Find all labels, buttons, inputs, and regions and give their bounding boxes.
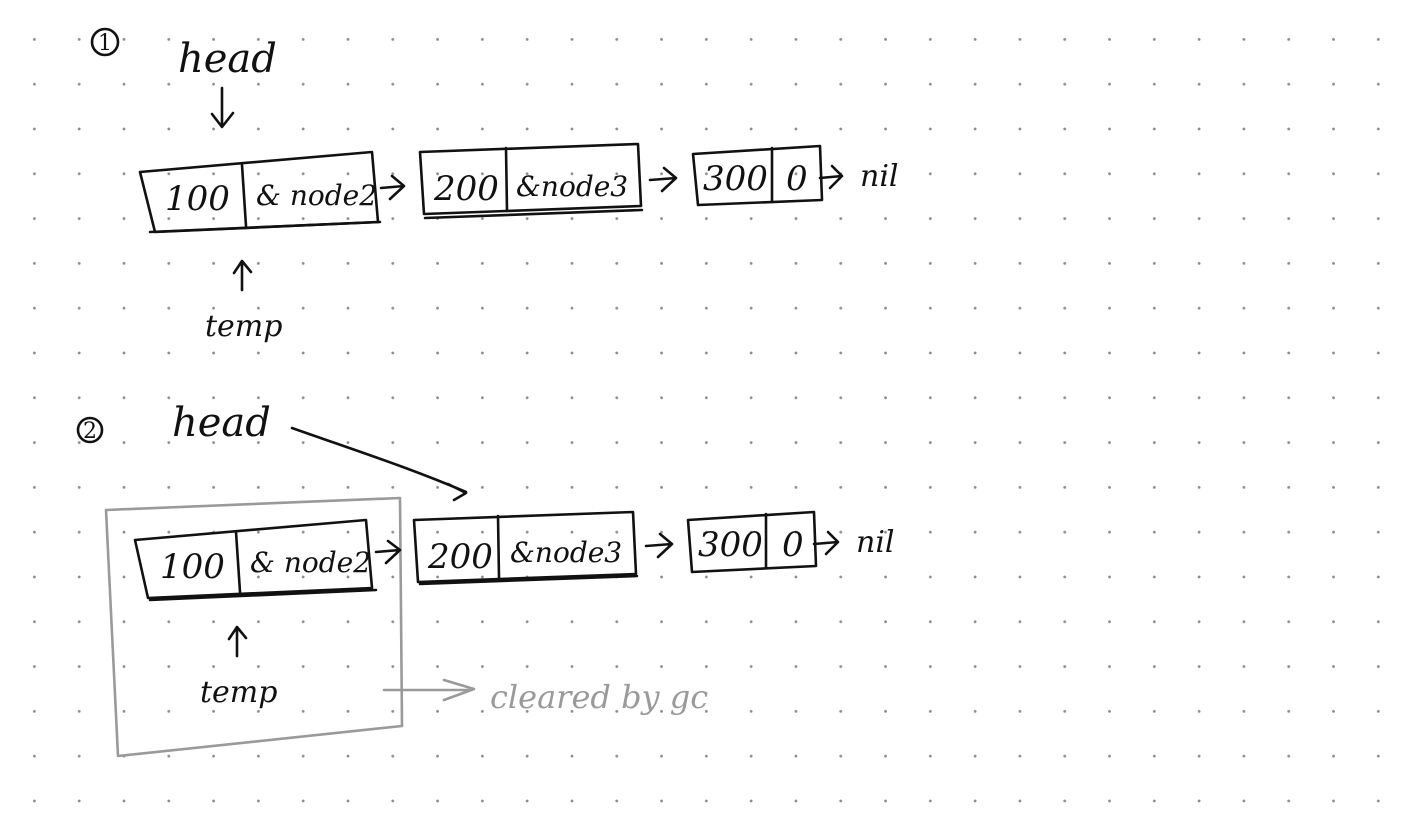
node-1-value: 100 bbox=[165, 179, 230, 219]
node-2-next-step-2: &node3 bbox=[510, 536, 622, 569]
node-3-value-step-2: 300 bbox=[698, 525, 763, 565]
temp-label-step-2: temp bbox=[200, 675, 277, 710]
head-arrow bbox=[210, 86, 235, 129]
node-1-value-step-2: 100 bbox=[160, 547, 225, 587]
node-2-divider bbox=[504, 146, 509, 213]
terminal-label: nil bbox=[860, 159, 899, 194]
node-2-box-step-2 bbox=[412, 510, 638, 584]
gc-box bbox=[104, 496, 404, 758]
node-2-next: &node3 bbox=[516, 170, 628, 203]
temp-label: temp bbox=[205, 309, 282, 344]
temp-arrow-step-2 bbox=[227, 625, 248, 658]
node-3-box-step-2 bbox=[686, 510, 818, 574]
node-2-link-arrow-step-2 bbox=[644, 532, 674, 559]
node-2-box bbox=[418, 142, 643, 216]
step-1-number: 1 bbox=[98, 31, 112, 56]
step-1-marker bbox=[90, 27, 120, 57]
node-2-link-arrow bbox=[648, 166, 678, 193]
node-3-value: 300 bbox=[703, 159, 768, 199]
terminal-arrow-step-2 bbox=[812, 530, 840, 556]
node-2-divider-step-2 bbox=[496, 514, 501, 580]
node-3: 300 0 bbox=[691, 144, 824, 207]
node-1-box-step-2 bbox=[133, 518, 374, 600]
step-1: 1 head 100 & node2 200 &node3 300 0 bbox=[90, 27, 899, 344]
terminal-arrow bbox=[818, 164, 844, 190]
node-1-shadow-step-2 bbox=[148, 588, 378, 602]
node-2-shadow-step-2 bbox=[418, 574, 639, 586]
step-2-marker bbox=[76, 416, 104, 444]
node-1-next-step-2: & node2 bbox=[250, 546, 371, 579]
node-2-step-2: 200 &node3 bbox=[412, 510, 639, 586]
node-1-link-arrow-step-2 bbox=[374, 539, 402, 565]
node-2-shadow bbox=[423, 208, 644, 220]
gc-arrow bbox=[382, 678, 476, 702]
node-3-step-2: 300 0 bbox=[686, 510, 818, 574]
step-2: 2 head cleared by gc 100 & node2 200 &no… bbox=[76, 400, 895, 758]
terminal-label-step-2: nil bbox=[856, 525, 895, 560]
node-1-divider-step-2 bbox=[234, 530, 242, 594]
step-2-number: 2 bbox=[83, 419, 97, 444]
node-3-box bbox=[691, 144, 824, 207]
node-2-value-step-2: 200 bbox=[427, 537, 493, 577]
node-1-divider bbox=[240, 163, 248, 228]
temp-arrow bbox=[232, 259, 253, 292]
node-2-value: 200 bbox=[433, 169, 499, 209]
node-3-next: 0 bbox=[786, 159, 808, 199]
node-3-next-step-2: 0 bbox=[782, 525, 804, 565]
node-1-next: & node2 bbox=[256, 179, 377, 212]
node-1: 100 & node2 bbox=[138, 150, 382, 234]
head-label-step-2: head bbox=[172, 400, 271, 446]
head-label: head bbox=[178, 36, 277, 82]
gc-note: cleared by gc bbox=[490, 678, 708, 716]
node-2: 200 &node3 bbox=[418, 142, 644, 220]
node-1-link-arrow bbox=[379, 174, 406, 201]
head-moved-arrow bbox=[290, 426, 468, 502]
node-1-shadow bbox=[148, 220, 382, 234]
node-1-step-2: 100 & node2 bbox=[133, 518, 378, 602]
